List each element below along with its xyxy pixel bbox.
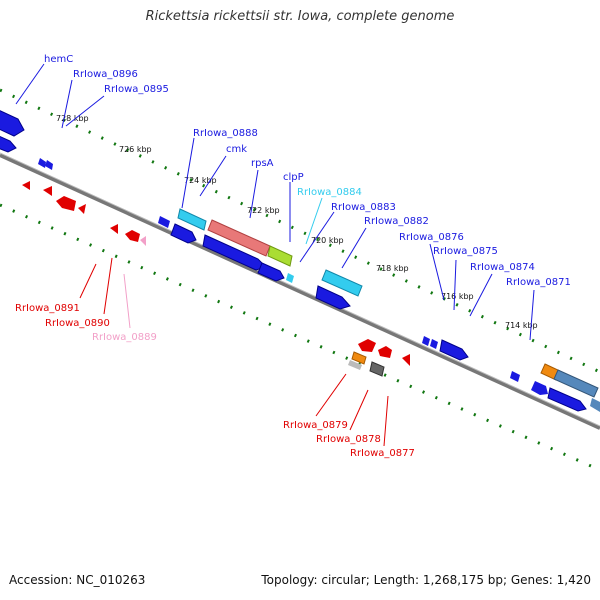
label-cmk: cmk bbox=[226, 144, 247, 155]
gene-reverse-4[interactable] bbox=[358, 339, 376, 352]
gene-RrIowa_0890[interactable] bbox=[110, 224, 118, 234]
gene-RrIowa_0889[interactable] bbox=[140, 236, 146, 246]
gene-forward-right-1[interactable] bbox=[531, 381, 548, 395]
leader-hemC bbox=[15, 63, 45, 105]
leader-RrIowa_0884 bbox=[305, 197, 323, 245]
leader-RrIowa_0877 bbox=[383, 395, 389, 447]
gene-RrIowa_0883[interactable] bbox=[321, 269, 363, 297]
gene-RrIowa_0890-b[interactable] bbox=[125, 230, 140, 242]
gene-steel-block[interactable] bbox=[553, 369, 599, 398]
leader-RrIowa_0889 bbox=[123, 273, 131, 329]
leader-RrIowa_0891 bbox=[79, 263, 97, 299]
gene-block-left-2[interactable] bbox=[0, 132, 17, 153]
leader-cmk bbox=[199, 155, 227, 197]
scale-label-728: 728 kbp bbox=[56, 114, 89, 123]
scale-label-716: 716 kbp bbox=[441, 292, 474, 301]
leader-RrIowa_0879 bbox=[315, 373, 347, 417]
label-RrIowa_0877: RrIowa_0877 bbox=[350, 448, 415, 459]
gene-RrIowa_0891[interactable] bbox=[56, 196, 76, 211]
leader-RrIowa_0878 bbox=[349, 389, 369, 431]
gene-small-forward-4[interactable] bbox=[510, 371, 520, 382]
leader-RrIowa_0871 bbox=[529, 289, 535, 341]
forward-leader-lines bbox=[15, 63, 535, 341]
gene-RrIowa_0878[interactable] bbox=[378, 346, 392, 358]
leader-RrIowa_0876 bbox=[429, 243, 445, 301]
label-RrIowa_0884: RrIowa_0884 bbox=[297, 187, 362, 198]
reverse-strand-features bbox=[22, 181, 410, 377]
label-rpsA: rpsA bbox=[251, 158, 274, 169]
gene-RrIowa_0888[interactable] bbox=[177, 208, 207, 231]
label-RrIowa_0879: RrIowa_0879 bbox=[283, 420, 348, 431]
leader-RrIowa_0874 bbox=[469, 273, 493, 317]
label-hemC: hemC bbox=[44, 54, 73, 65]
gene-forward-right-2[interactable] bbox=[547, 387, 587, 412]
forward-strand-features bbox=[0, 106, 600, 412]
label-RrIowa_0896: RrIowa_0896 bbox=[73, 69, 138, 80]
genome-backbone-highlight bbox=[0, 152, 600, 427]
gene-reverse-2[interactable] bbox=[43, 186, 52, 196]
gene-RrIowa_0884-small[interactable] bbox=[286, 273, 294, 283]
leader-RrIowa_0875 bbox=[453, 259, 457, 311]
gene-RrIowa_0884[interactable] bbox=[257, 262, 285, 282]
label-RrIowa_0891: RrIowa_0891 bbox=[15, 303, 80, 314]
topology-label: Topology: circular; Length: 1,268,175 bp… bbox=[261, 573, 591, 587]
gene-reverse-1[interactable] bbox=[22, 181, 30, 190]
gene-small-forward-2[interactable] bbox=[45, 160, 53, 170]
leader-rpsA bbox=[249, 169, 259, 219]
label-RrIowa_0871: RrIowa_0871 bbox=[506, 277, 571, 288]
scale-label-722: 722 kbp bbox=[247, 206, 280, 215]
label-RrIowa_0875: RrIowa_0875 bbox=[433, 246, 498, 257]
scale-label-724: 724 kbp bbox=[184, 176, 217, 185]
genome-backbone bbox=[0, 153, 600, 430]
gene-RrIowa_0882[interactable] bbox=[315, 285, 351, 310]
scale-labels: 728 kbp 726 kbp 724 kbp 722 kbp 720 kbp … bbox=[56, 114, 538, 330]
gene-small-forward-1[interactable] bbox=[38, 158, 46, 168]
gene-small-forward-3[interactable] bbox=[158, 216, 170, 228]
leader-RrIowa_0882 bbox=[341, 227, 367, 269]
label-RrIowa_0878: RrIowa_0878 bbox=[316, 434, 381, 445]
gene-RrIowa_0879[interactable] bbox=[351, 351, 367, 365]
label-RrIowa_0895: RrIowa_0895 bbox=[104, 84, 169, 95]
leader-RrIowa_0895 bbox=[65, 95, 105, 127]
gene-rpsA-rrna[interactable] bbox=[207, 219, 271, 257]
gene-RrIowa_0874[interactable] bbox=[439, 339, 469, 361]
leader-RrIowa_0888 bbox=[181, 137, 195, 209]
gene-RrIowa_0877[interactable] bbox=[402, 354, 410, 366]
scale-label-726: 726 kbp bbox=[119, 145, 152, 154]
label-RrIowa_0889: RrIowa_0889 bbox=[92, 332, 157, 343]
label-RrIowa_0876: RrIowa_0876 bbox=[399, 232, 464, 243]
leader-RrIowa_0896 bbox=[61, 79, 73, 129]
gene-cmk[interactable] bbox=[170, 223, 197, 244]
label-RrIowa_0890: RrIowa_0890 bbox=[45, 318, 110, 329]
reverse-gene-labels: RrIowa_0891 RrIowa_0890 RrIowa_0889 RrIo… bbox=[15, 303, 415, 459]
scale-label-714: 714 kbp bbox=[505, 321, 538, 330]
label-RrIowa_0888: RrIowa_0888 bbox=[193, 128, 258, 139]
outer-reverse-tick-row bbox=[0, 203, 600, 472]
gene-forward-right-3[interactable] bbox=[590, 398, 600, 412]
map-title: Rickettsia rickettsii str. Iowa, complet… bbox=[145, 9, 455, 24]
scale-label-720: 720 kbp bbox=[311, 236, 344, 245]
gene-reverse-3[interactable] bbox=[78, 204, 86, 214]
label-RrIowa_0874: RrIowa_0874 bbox=[470, 262, 535, 273]
label-RrIowa_0882: RrIowa_0882 bbox=[364, 216, 429, 227]
gene-clpP[interactable] bbox=[267, 245, 293, 267]
forward-gene-labels: hemC RrIowa_0896 RrIowa_0895 RrIowa_0888… bbox=[44, 54, 571, 288]
leader-RrIowa_0890 bbox=[103, 257, 113, 315]
scale-label-718: 718 kbp bbox=[376, 264, 409, 273]
label-RrIowa_0883: RrIowa_0883 bbox=[331, 202, 396, 213]
gene-RrIowa_0875[interactable] bbox=[430, 339, 438, 349]
gene-RrIowa_0879-grey[interactable] bbox=[348, 360, 362, 370]
gene-hemC[interactable] bbox=[0, 106, 25, 137]
accession-label: Accession: NC_010263 bbox=[9, 573, 146, 587]
leader-RrIowa_0883 bbox=[299, 211, 335, 263]
label-clpP: clpP bbox=[283, 172, 304, 183]
reverse-leader-lines bbox=[79, 257, 389, 447]
gene-RrIowa_0876[interactable] bbox=[422, 336, 430, 346]
gene-RrIowa_0877-grey[interactable] bbox=[369, 361, 385, 377]
